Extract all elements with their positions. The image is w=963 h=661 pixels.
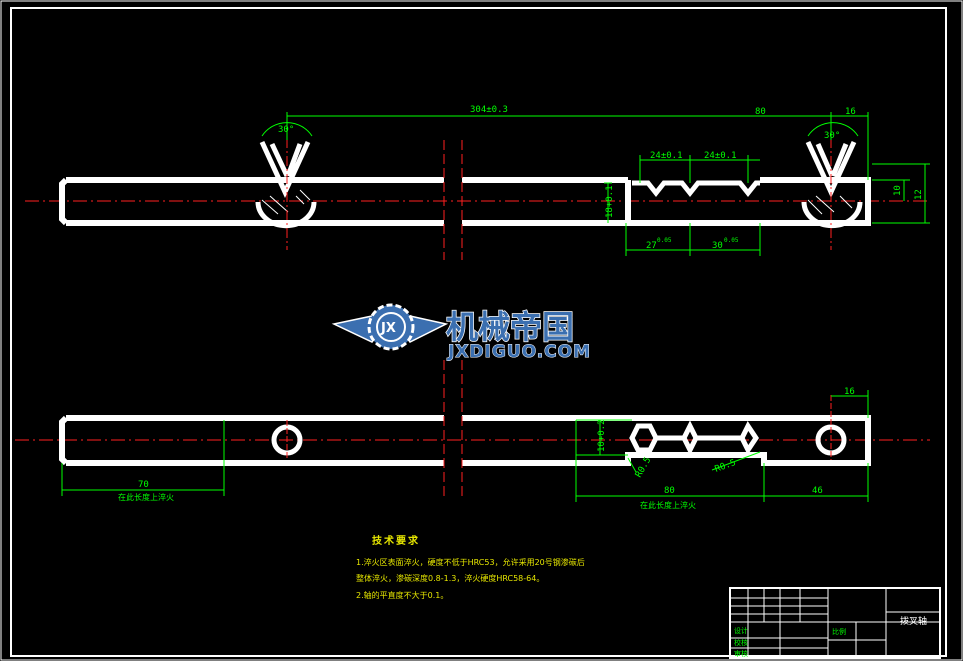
top-shaft-right [462,177,871,226]
left-hatch [261,189,311,215]
dim-radius-2: R0.5 [714,458,738,475]
dim-height-10: 10 [893,185,903,196]
right-v-groove [805,140,857,198]
dim-overall-length: 304±0.3 [470,105,508,115]
title-block-label-d: 比例 [832,627,846,636]
left-v-groove [259,140,311,198]
dim-slot-depth: 18+0.1 [605,185,615,218]
bottom-dim-lines [61,390,869,502]
dim-tol-1: 0.05 [657,237,672,244]
watermark-logo: JX 机械帝国 JXDIGUO.COM [331,303,591,363]
bottom-view [15,360,930,502]
bottom-shaft-left [59,415,444,466]
notes-title: 技术要求 [372,534,420,547]
notes-line-1: 1.淬火区表面淬火，硬度不低于HRC53，允许采用20号钢渗碳后 [356,557,585,567]
title-block-label-c: 审核 [734,649,748,658]
notes-line-2: 整体淬火，渗碳深度0.8-1.3，淬火硬度HRC58-64。 [356,573,544,583]
dim-pitch-2: 24±0.1 [704,151,737,161]
dim-bottom-height: 10+0.2 [597,419,607,452]
dim-angle-left: 30° [278,125,294,135]
title-block [729,587,941,659]
inner-frame [10,7,947,657]
logo-initials: JX [380,321,396,336]
logo-name-cn: 机械帝国 [446,308,574,346]
dim-bottom-80: 80 [664,486,675,496]
bottom-notches [629,420,760,456]
notes-line-3: 2.轴的平直度不大于0.1。 [356,590,448,600]
top-dim-lines [261,112,930,256]
top-view [25,112,930,260]
dim-left-70: 70 [138,480,149,490]
dim-bottom-46: 46 [812,486,823,496]
drawing-name: 拨叉轴 [900,615,927,627]
title-block-label-b: 校核 [734,638,748,647]
dim-lower-2: 30 [712,241,723,251]
top-shaft-left [59,177,444,226]
label-harden-right: 在此长度上淬火 [640,500,696,510]
dim-height-12: 12 [914,189,924,200]
label-harden-left: 在此长度上淬火 [118,492,174,502]
dim-pitch-1: 24±0.1 [650,151,683,161]
right-hatch [807,195,853,215]
left-hole-arc [255,201,317,229]
logo-name-en: JXDIGUO.COM [447,342,591,362]
dim-right-16: 16 [845,107,856,117]
top-notches [632,180,760,198]
dim-lower-1: 27 [646,241,657,251]
dim-tol-2: 0.05 [724,237,739,244]
dim-right-80: 80 [755,107,766,117]
right-hole-arc [801,201,863,229]
dim-bottom-16: 16 [844,387,855,397]
dim-radius-1: R0.5 [634,456,654,480]
title-block-label-a: 设计 [734,626,748,635]
bottom-shaft-right [462,415,871,466]
dim-angle-right: 30° [824,131,840,141]
